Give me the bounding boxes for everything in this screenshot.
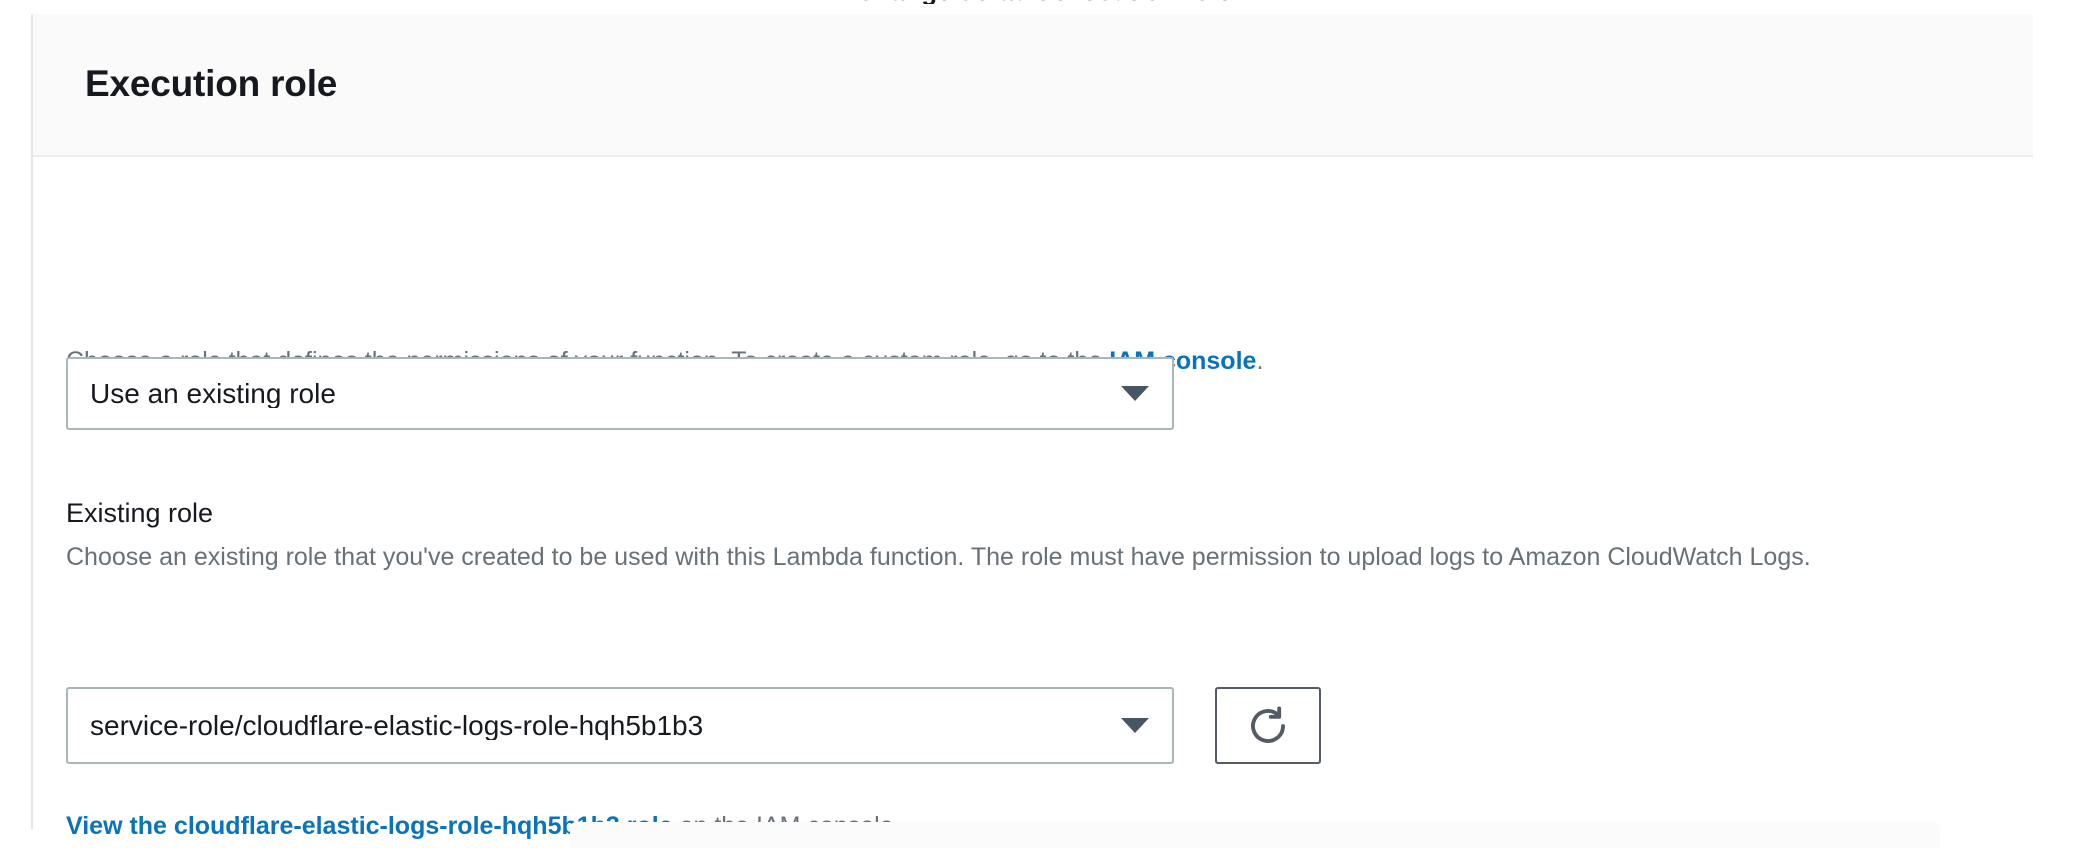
chevron-down-icon: [1098, 386, 1172, 401]
existing-role-label: Existing role: [66, 498, 214, 528]
role-mode-select-value: Use an existing role: [90, 379, 336, 408]
card-body: Choose a role that defines the permissio…: [33, 157, 2033, 840]
refresh-icon: [1246, 704, 1290, 748]
panel-edge-below-card: [570, 822, 1940, 848]
chevron-down-icon: [1098, 718, 1172, 733]
page-title: Execution role: [85, 63, 338, 105]
existing-role-select[interactable]: service-role/cloudflare-elastic-logs-rol…: [66, 687, 1174, 764]
role-mode-select[interactable]: Use an existing role: [66, 357, 1174, 430]
execution-role-card: Execution role Choose a role that define…: [31, 14, 2033, 840]
refresh-roles-button[interactable]: [1215, 687, 1321, 764]
existing-role-help-text: Choose an existing role that you've crea…: [66, 542, 1811, 571]
role-mode-help-suffix: .: [1256, 347, 1264, 375]
existing-role-select-value: service-role/cloudflare-elastic-logs-rol…: [90, 711, 704, 740]
existing-role-block: Existing role Choose an existing role th…: [66, 497, 1916, 575]
clipped-heading-above-card: Change default execution role: [0, 0, 2088, 4]
card-header: Execution role: [33, 14, 2033, 157]
